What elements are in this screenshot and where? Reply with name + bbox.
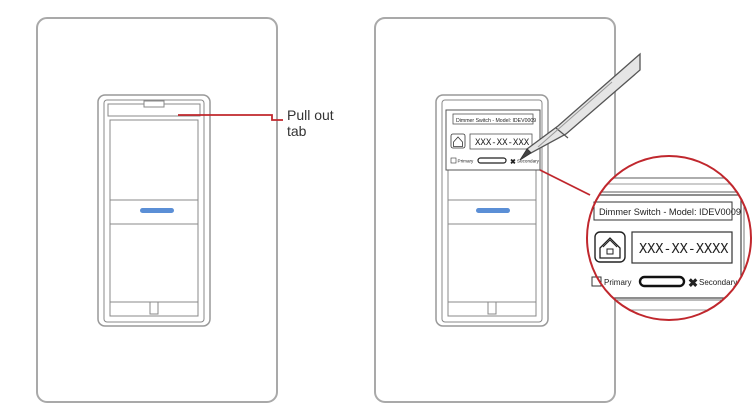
secondary-label: Secondary: [699, 278, 737, 287]
pull-tab-callout-line: [178, 114, 283, 121]
primary-label: Primary: [604, 278, 632, 287]
small-primary-text: Primary: [458, 159, 475, 164]
label-code: XXX-XX-XXXX: [639, 241, 728, 257]
secondary-checkmark-icon: ✖: [688, 276, 698, 290]
callout-line-1: Pull out: [287, 107, 334, 123]
pull-out-tab-callout: Pull out tab: [287, 107, 334, 139]
small-x-mark: ✖: [510, 158, 516, 166]
small-label-title: Dimmer Switch - Model: IDEV0009: [456, 118, 536, 124]
left-led-indicator: [140, 208, 174, 213]
right-rocker: [447, 169, 537, 317]
small-id-label: Dimmer Switch - Model: IDEV0009 XXX-XX-X…: [445, 109, 541, 171]
callout-line-2: tab: [287, 123, 307, 139]
secondary-slot: [638, 275, 686, 288]
small-home-icon: [453, 136, 463, 147]
small-secondary-text: Secondary: [517, 159, 540, 164]
left-rocker: [109, 119, 199, 317]
zoom-callout-line: [539, 169, 591, 196]
home-icon: [594, 231, 626, 263]
small-code-text: XXX-XX-XXX: [475, 138, 530, 148]
right-led-indicator: [476, 208, 510, 213]
pen-icon: [519, 52, 641, 161]
left-pull-tab: [107, 100, 201, 117]
label-title: Dimmer Switch - Model: IDEV0009: [599, 207, 741, 217]
